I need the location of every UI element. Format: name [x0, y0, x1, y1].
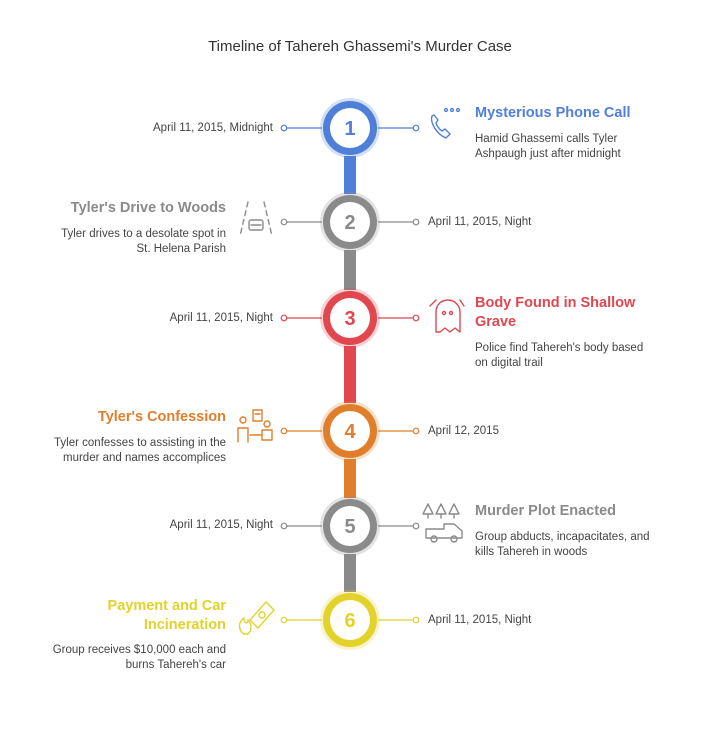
event-5-date: April 11, 2015, Night	[169, 519, 273, 531]
leader-left-dot-2	[280, 218, 288, 226]
money-center	[258, 611, 266, 619]
leader-right-dot-2	[412, 218, 420, 226]
event-5-title: Murder Plot Enacted	[475, 503, 616, 519]
ghost-arms	[429, 299, 465, 307]
circle-center-4	[330, 411, 370, 451]
phone-dot-2	[449, 107, 455, 113]
money-fire-icon	[238, 601, 275, 635]
event-2-description: Tyler drives to a desolate spot in St. H…	[61, 228, 226, 255]
event-1-title: Mysterious Phone Call	[475, 105, 631, 121]
road-car-icon	[239, 201, 273, 237]
phone-dot-1	[443, 107, 449, 113]
event-3-description: Police find Tahereh's body based on digi…	[475, 342, 644, 369]
diagram-title: Timeline of Tahereh Ghassemi's Murder Ca…	[208, 38, 512, 55]
event-4-title: Tyler's Confession	[97, 409, 226, 425]
event-6-title: Payment and Car Incineration	[107, 598, 226, 633]
event-1-description: Hamid Ghassemi calls Tyler Ashpaugh just…	[475, 133, 621, 160]
event-3-date: April 11, 2015, Night	[169, 312, 273, 324]
person-right-head	[263, 420, 271, 428]
step-number-6: 6	[344, 610, 355, 632]
leader-left-dot-1	[280, 124, 288, 132]
leader-right-dot-1	[412, 124, 420, 132]
money-bill	[249, 601, 275, 629]
event-3-title: Body Found in Shallow Grave	[475, 295, 636, 330]
event-5-description: Group abducts, incapacitates, and kills …	[475, 531, 650, 558]
tree-1	[422, 503, 434, 515]
road-left	[239, 201, 249, 237]
step-number-3: 3	[344, 308, 355, 330]
ghost-eye-right	[448, 310, 454, 316]
leader-left-dot-3	[280, 314, 288, 322]
event-4-date: April 12, 2015	[428, 425, 499, 437]
event-6-description: Group receives $10,000 each and burns Ta…	[52, 644, 226, 671]
connector-bar-1	[344, 156, 356, 194]
phone-dot-3	[455, 107, 461, 113]
leader-right-dot-5	[412, 522, 420, 530]
step-number-2: 2	[344, 212, 355, 234]
document	[252, 409, 263, 422]
leader-right-dot-3	[412, 314, 420, 322]
event-2-title: Tyler's Drive to Woods	[70, 200, 226, 216]
connector-bar-3	[344, 346, 356, 403]
circle-center-6	[330, 600, 370, 640]
leader-left-dot-6	[280, 616, 288, 624]
circle-center-5	[330, 506, 370, 546]
person-left-head	[239, 416, 247, 424]
tree-3	[448, 503, 460, 515]
step-number-1: 1	[344, 118, 355, 140]
truck-wheel-right	[450, 535, 458, 543]
connector-bar-5	[344, 554, 356, 592]
car-body	[248, 219, 264, 231]
event-6-date: April 11, 2015, Night	[428, 614, 532, 626]
truck-trees-icon	[422, 503, 463, 543]
ghost-body	[435, 299, 461, 333]
connector-bar-2	[344, 250, 356, 290]
event-2-date: April 11, 2015, Night	[428, 216, 532, 228]
leader-left-dot-5	[280, 522, 288, 530]
tree-2	[435, 503, 447, 515]
phone-shape	[430, 114, 451, 139]
leader-right-dot-4	[412, 427, 420, 435]
flame	[238, 617, 252, 635]
confession-icon	[237, 409, 273, 443]
event-1-date: April 11, 2015, Midnight	[153, 122, 273, 134]
leader-left-dot-4	[280, 427, 288, 435]
person-right-body	[261, 429, 273, 441]
circle-center-2	[330, 202, 370, 242]
circle-center-3	[330, 298, 370, 338]
event-4-description: Tyler confesses to assisting in the murd…	[54, 437, 226, 464]
step-number-4: 4	[344, 421, 356, 443]
road-right	[263, 201, 273, 237]
circle-center-1	[330, 108, 370, 148]
step-number-5: 5	[344, 516, 355, 538]
truck-body	[425, 523, 463, 539]
phone-call-icon	[430, 107, 461, 139]
ghost-eye-left	[441, 310, 447, 316]
person-left-body	[237, 427, 249, 443]
leader-right-dot-6	[412, 616, 420, 624]
truck-wheel-left	[430, 535, 438, 543]
ghost-grave-icon	[429, 299, 465, 333]
connector-bar-4	[344, 459, 356, 498]
